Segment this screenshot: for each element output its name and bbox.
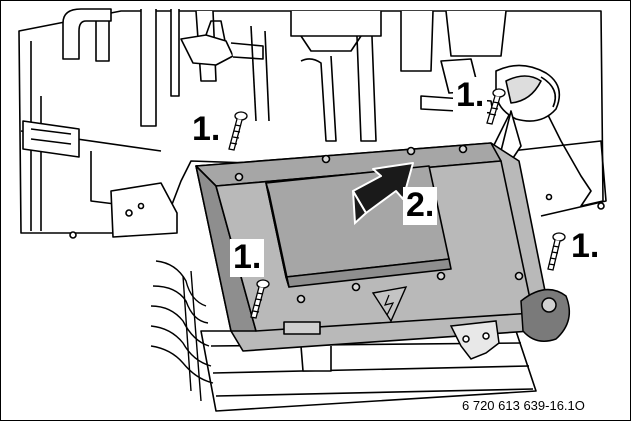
- step-label-2: 2.: [403, 187, 438, 225]
- figure-id: 6 720 613 639-16.1O: [462, 398, 585, 413]
- step-label-1-bottom-left: 1.: [230, 239, 265, 277]
- connector-port: [283, 321, 321, 335]
- knob-right: [520, 288, 571, 342]
- up-arrow-icon: [352, 162, 414, 226]
- bottom-bracket: [449, 320, 500, 360]
- step-label-1-top-left: 1.: [189, 111, 224, 149]
- step-label-1-right: 1.: [571, 227, 600, 265]
- electrical-hazard-icon: [371, 286, 408, 323]
- step-label-1-top-right: 1.: [453, 77, 488, 115]
- pipe-center: [300, 55, 337, 142]
- cable-1: [155, 260, 207, 307]
- screw-icon: [250, 279, 270, 319]
- left-bracket: [110, 182, 178, 238]
- screw-icon: [228, 111, 248, 151]
- pipe-left: [62, 8, 112, 60]
- screw-icon: [486, 88, 506, 125]
- screw-icon: [547, 232, 566, 271]
